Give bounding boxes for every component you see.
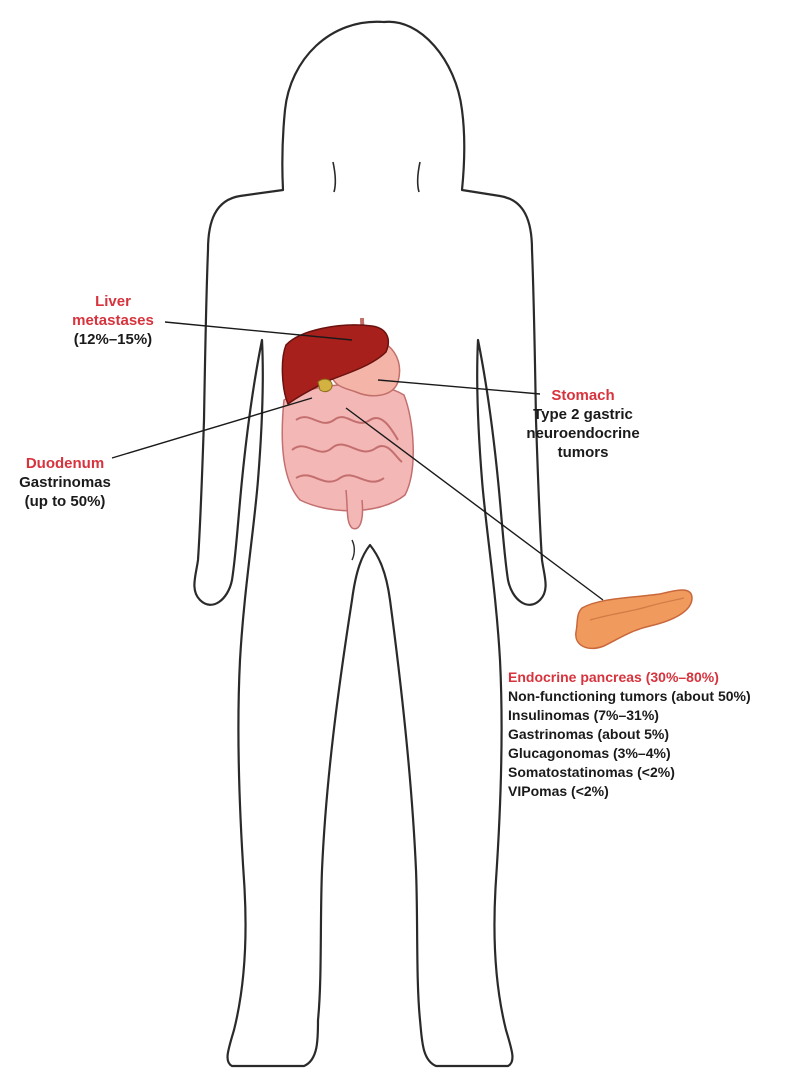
stomach-detail-line3: tumors bbox=[512, 443, 654, 462]
stomach-detail-line2: neuroendocrine bbox=[512, 424, 654, 443]
crotch-line bbox=[352, 540, 354, 560]
liver-title-line1: Liver bbox=[68, 292, 158, 311]
stomach-label: Stomach Type 2 gastric neuroendocrine tu… bbox=[512, 386, 654, 462]
neck-line-left bbox=[333, 162, 335, 192]
liver-detail: (12%–15%) bbox=[68, 330, 158, 349]
body-outline bbox=[194, 22, 545, 1066]
pancreas-title: Endocrine pancreas (30%–80%) bbox=[508, 668, 804, 687]
duodenum-title: Duodenum bbox=[10, 454, 120, 473]
pancreas-item: VIPomas (<2%) bbox=[508, 782, 804, 801]
pancreas-item: Non-functioning tumors (about 50%) bbox=[508, 687, 804, 706]
liver-label: Liver metastases (12%–15%) bbox=[68, 292, 158, 349]
stomach-title: Stomach bbox=[512, 386, 654, 405]
duodenum-label: Duodenum Gastrinomas (up to 50%) bbox=[10, 454, 120, 511]
duodenum-detail-line1: Gastrinomas bbox=[10, 473, 120, 492]
pancreas-item: Insulinomas (7%–31%) bbox=[508, 706, 804, 725]
pancreas-item: Gastrinomas (about 5%) bbox=[508, 725, 804, 744]
pancreas-item: Glucagonomas (3%–4%) bbox=[508, 744, 804, 763]
duodenum-detail-line2: (up to 50%) bbox=[10, 492, 120, 511]
pancreas-label: Endocrine pancreas (30%–80%) Non-functio… bbox=[508, 668, 804, 801]
pancreas-item: Somatostatinomas (<2%) bbox=[508, 763, 804, 782]
neck-line-right bbox=[418, 162, 420, 192]
stomach-detail-line1: Type 2 gastric bbox=[512, 405, 654, 424]
liver-title-line2: metastases bbox=[68, 311, 158, 330]
gallbladder-illustration bbox=[318, 379, 332, 391]
intestines-illustration bbox=[282, 384, 413, 528]
